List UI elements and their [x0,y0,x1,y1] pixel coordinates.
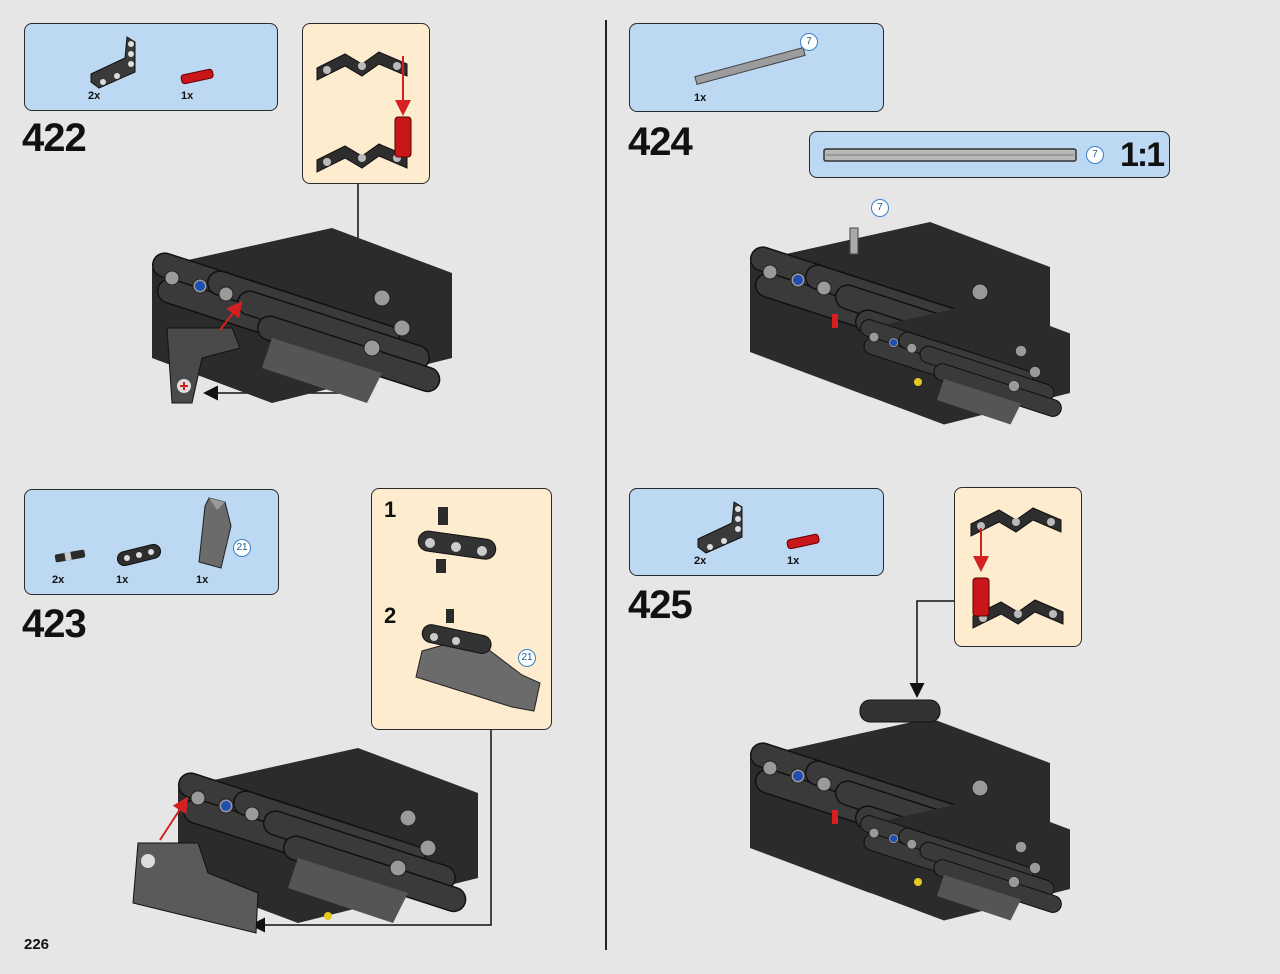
part-qty: 2x [52,574,65,586]
step-number-425: 425 [628,583,693,627]
axle-7-scale-icon [823,148,1077,162]
part-qty: 2x [694,555,707,567]
submodel-callout-425 [954,487,1082,647]
part-qty: 2x [88,90,101,102]
page-number: 226 [24,936,50,953]
scale-reference-box: 7 1:1 [809,131,1170,178]
parts-list-423: 2x 1x 21 1x [24,489,279,595]
substep-1-illustration [417,507,497,573]
axle-7-icon [694,47,806,85]
model-callout: 7 [871,199,889,217]
liftarm-3-icon [116,543,162,567]
part-qty: 1x [787,555,800,567]
submodel-illustration [970,507,1064,629]
step-number-422: 422 [22,116,87,160]
submodel-callout-422 [302,23,430,184]
parts-list-424: 7 1x [629,23,884,112]
parts-list-425: 2x 1x [629,488,884,576]
model-illustration-425 [746,699,1071,922]
bent-liftarm-icon [697,501,743,554]
step-number-423: 423 [22,602,87,646]
part-qty: 1x [694,92,707,104]
part-callout: 7 [800,33,818,51]
substep-callout: 21 [518,649,536,667]
bent-liftarm-icon [90,36,136,89]
page-divider [605,20,607,950]
step-number-424: 424 [628,120,693,164]
submodel-callout-423: 1 2 21 [371,488,552,730]
scale-label: 1:1 [1120,136,1165,174]
model-illustration-423 [132,747,479,934]
submodel-illustration [316,51,412,173]
part-qty: 1x [116,574,129,586]
red-axle-pin-icon [180,68,214,85]
part-qty: 1x [196,574,209,586]
red-axle-pin-icon [786,533,820,550]
substep-2-illustration [415,609,541,712]
model-illustration-422 [148,227,453,404]
part-callout: 21 [233,539,251,557]
parts-list-422: 2x 1x [24,23,278,111]
part-qty: 1x [181,90,194,102]
substep-label: 1 [384,497,397,522]
scale-callout: 7 [1086,146,1104,164]
connector-pin-icon [54,549,86,563]
substep-label: 2 [384,603,397,628]
panel-icon [198,497,232,569]
model-illustration-424 [746,221,1071,426]
